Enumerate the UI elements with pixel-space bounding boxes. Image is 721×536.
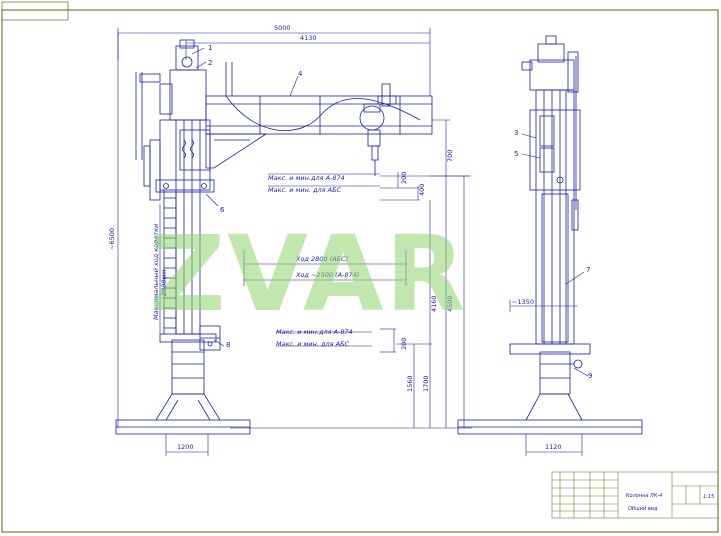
- position-9: 9: [588, 372, 592, 380]
- position-4: 4: [298, 70, 303, 78]
- dim-700: 700: [446, 150, 454, 162]
- dim-base-front: 1200: [177, 443, 194, 451]
- label-max-min-abs-top: Макс. и мин. для АБС: [268, 186, 342, 194]
- dim-base-side: 1120: [545, 443, 562, 451]
- side-view: [457, 35, 643, 435]
- title-block-view: Общий вид: [628, 506, 658, 512]
- dim-boom-reach: 4130: [300, 34, 317, 42]
- dim-total-height: ~6500: [108, 228, 116, 250]
- label-max-min-a874-bottom: Макс. и мин.для А-874: [276, 328, 353, 336]
- label-carriage-stroke: Максимальный ход каретки: [152, 224, 160, 320]
- dim-1560: 1560: [406, 375, 414, 392]
- dim-overall-width: 5000: [274, 24, 291, 32]
- label-max-min-abs-bottom: Макс. и мин. для АБС: [276, 340, 350, 348]
- dim-boom-side: ~1350: [512, 298, 534, 306]
- front-view: [115, 39, 433, 435]
- dim-4160: 4160: [430, 295, 438, 312]
- watermark: ZVAR: [150, 213, 467, 335]
- label-max-min-a874-top: Макс. и мин.для А-874: [268, 174, 345, 182]
- dim-200-bottom: 200: [400, 338, 408, 350]
- dim-200-top: 200: [400, 172, 408, 184]
- front-dimension-lines: [117, 28, 472, 456]
- dim-400: 400: [418, 184, 426, 196]
- position-2: 2: [208, 59, 212, 67]
- side-dimension-lines: [509, 133, 589, 456]
- label-stroke-a874: Ход ~2500 (А-874): [295, 271, 359, 279]
- position-3: 3: [514, 129, 518, 137]
- title-block-name: Колонна ЛК-4: [626, 493, 662, 499]
- label-carriage-stroke-value: 2800мм: [160, 270, 168, 296]
- title-block: [551, 471, 719, 519]
- dim-4500: 4500: [446, 295, 454, 312]
- position-8: 8: [226, 341, 230, 349]
- position-6: 6: [220, 206, 225, 214]
- position-5: 5: [514, 150, 518, 158]
- dim-1700: 1700: [422, 375, 430, 392]
- label-stroke-abs: Ход 2800 (АБС): [295, 255, 348, 263]
- position-1: 1: [208, 44, 212, 52]
- title-block-scale: 1:15: [703, 494, 714, 500]
- position-7: 7: [586, 266, 590, 274]
